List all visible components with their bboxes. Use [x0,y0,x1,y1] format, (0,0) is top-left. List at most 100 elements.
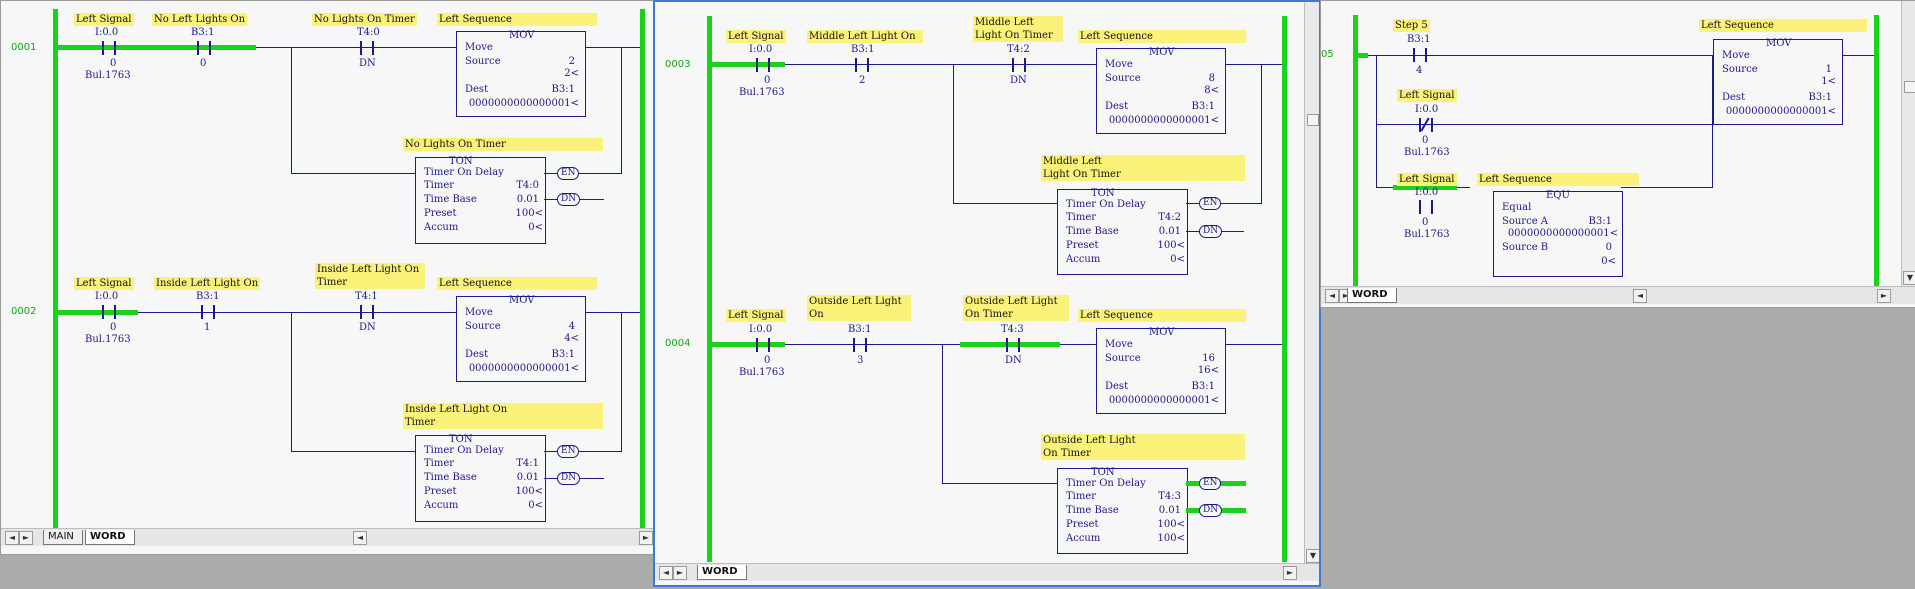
dn-coil[interactable]: DN [1199,225,1223,238]
tab-word[interactable]: WORD [697,565,747,580]
accum-value: 0< [528,222,543,233]
xic-contact[interactable] [853,338,867,352]
energized-wire [960,342,1060,347]
vertical-scrollbar[interactable]: ▼ [1304,2,1319,565]
xio-contact[interactable] [1419,118,1433,132]
branch-wire [1621,187,1712,188]
dest-live: 0000000000000001< [1725,106,1836,117]
vertical-scrollbar[interactable]: ▼ [1901,1,1915,287]
preset-label: Preset [1066,519,1099,530]
right-power-rail [1874,15,1879,287]
tab-main[interactable]: MAIN [43,530,83,545]
ton-instruction[interactable]: TON Timer On Delay Timer T4:3 Time Base … [1057,467,1188,554]
scroll-right-button[interactable]: ► [639,531,653,545]
dest-value: B3:1 [551,349,575,360]
xio-contact[interactable] [1012,58,1026,72]
xic-contact[interactable] [102,305,116,319]
contact-state: 0 [1422,135,1429,146]
source-live: 4< [564,333,579,344]
tab-prev-button[interactable]: ◄ [5,531,19,545]
mov-instruction[interactable]: MOV Move Source 16 16< Dest B3:1 0000000… [1096,327,1226,414]
branch-wire [1712,124,1713,188]
source-b-live: 0< [1601,256,1616,267]
xic-contact[interactable] [855,58,869,72]
timer-label: Timer [1066,491,1097,502]
branch-wire [1261,64,1262,204]
mov-instruction[interactable]: MOV Move Source 4 4< Dest B3:1 000000000… [456,295,586,382]
source-value: 16 [1202,353,1215,364]
dn-coil[interactable]: DN [557,472,581,485]
contact-address: T4:0 [357,27,380,38]
rung-number[interactable]: 05 [1321,49,1334,60]
block-label-2: Light On Timer [1041,168,1245,181]
scroll-left-button[interactable]: ◄ [353,531,367,545]
en-coil[interactable]: EN [1199,477,1222,490]
branch-wire [621,47,622,174]
rung-number[interactable]: 0002 [11,306,37,317]
tab-next-button[interactable]: ► [673,566,687,580]
xic-contact[interactable] [1419,200,1433,214]
tab-next-button[interactable]: ► [19,531,33,545]
dn-coil[interactable]: DN [557,193,581,206]
timer-label: Timer [424,458,455,469]
tab-prev-button[interactable]: ◄ [1325,289,1339,303]
branch-wire [1712,55,1713,125]
preset-label: Preset [1066,240,1099,251]
mov-instruction[interactable]: MOV Move Source 8 8< Dest B3:1 000000000… [1096,47,1226,134]
en-coil[interactable]: EN [557,445,580,458]
timebase-label: Time Base [424,194,477,205]
en-coil[interactable]: EN [1199,197,1222,210]
rung-number[interactable]: 0003 [665,59,691,70]
contact-address: I:0.0 [95,291,119,302]
timebase-label: Time Base [424,472,477,483]
en-coil[interactable]: EN [557,167,580,180]
ton-instruction[interactable]: TON Timer On Delay Timer T4:2 Time Base … [1057,188,1188,275]
accum-label: Accum [424,222,459,233]
timebase-label: Time Base [1066,226,1119,237]
tab-prev-button[interactable]: ◄ [659,566,673,580]
coil-wire [1186,203,1261,204]
scroll-down-button[interactable]: ▼ [1306,549,1319,563]
ton-instruction[interactable]: TON Timer On Delay Timer T4:1 Time Base … [415,434,546,522]
scroll-down-button[interactable]: ▼ [1903,271,1915,285]
mov-instruction[interactable]: MOV Move Source 2 2< Dest B3:1 000000000… [456,30,586,117]
scroll-right-button[interactable]: ► [1283,566,1297,580]
rung-wire [58,312,640,313]
dn-coil[interactable]: DN [1199,504,1223,517]
source-live: 8< [1204,85,1219,96]
contact-address: B3:1 [191,27,215,38]
tab-word[interactable]: WORD [1347,288,1397,303]
contact-label: Middle Left [973,16,1063,29]
xic-contact[interactable] [197,41,211,55]
scroll-thumb[interactable] [1307,114,1319,126]
tab-word[interactable]: WORD [85,530,135,545]
xio-contact[interactable] [1006,338,1020,352]
source-value: 1 [1825,64,1832,75]
xio-contact[interactable] [360,305,374,319]
energized-wire [712,62,785,67]
xic-contact[interactable] [201,305,215,319]
mov-instruction[interactable]: MOV Move Source 1 1< Dest B3:1 000000000… [1713,38,1843,125]
preset-label: Preset [424,486,457,497]
contact-address: I:0.0 [1415,187,1439,198]
block-title: MOV [509,295,535,306]
rung-number[interactable]: 0004 [665,338,691,349]
ton-instruction[interactable]: TON Timer On Delay Timer T4:0 Time Base … [415,156,546,244]
xic-contact[interactable] [756,58,770,72]
rung-wire [712,64,1282,65]
xic-contact[interactable] [102,41,116,55]
contact-address: T4:1 [355,291,378,302]
scroll-left-button[interactable]: ◄ [1633,289,1647,303]
block-title: EQU [1546,190,1570,201]
xio-contact[interactable] [360,41,374,55]
xic-contact[interactable] [1413,48,1427,62]
equ-instruction[interactable]: EQU Equal Source A B3:1 0000000000000001… [1493,190,1623,277]
ladder-window-3: 05 Step 5 B3:1 4 Left Signal I:0.0 0 Bul… [1320,0,1915,308]
scroll-thumb[interactable] [1904,81,1915,93]
contact-state: 1 [204,322,211,333]
preset-value: 100< [1157,240,1185,251]
scroll-right-button[interactable]: ► [1877,289,1891,303]
xic-contact[interactable] [756,338,770,352]
rung-number[interactable]: 0001 [11,42,37,53]
contact-label: Left Signal [726,30,786,43]
